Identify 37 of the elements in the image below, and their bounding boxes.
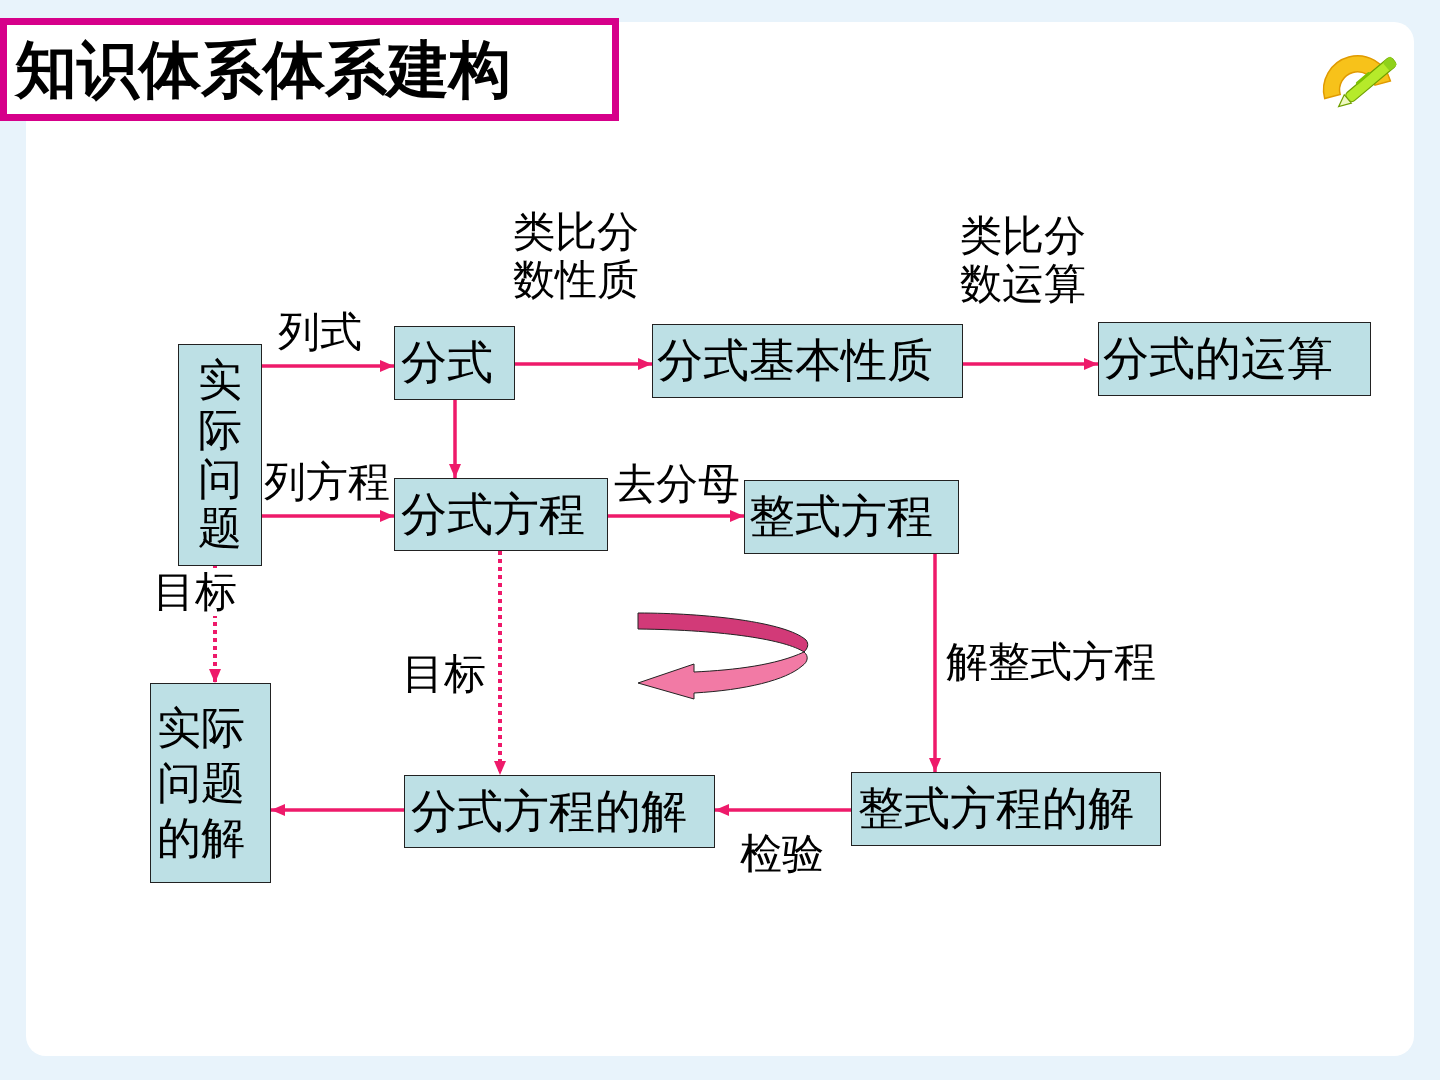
dotted-arrow [494,551,506,775]
title-text: 知识体系体系建构 [15,38,511,101]
process-box [1098,322,1371,396]
process-box [150,683,271,883]
process-box [404,775,715,848]
process-box [394,478,608,551]
arrow [608,510,744,522]
arrow [929,554,941,772]
process-box [851,772,1161,846]
edge-label: 列方程 [264,458,390,507]
arrow [715,804,851,816]
edge-label: 类比分数性质 [513,208,639,305]
node-text: 分式的运算 [1103,336,1333,382]
node-text: 分式方程 [401,491,585,538]
edge-label: 检验 [740,830,824,879]
node-text: 实际问题的解 [157,702,245,865]
edge-label: 类比分数运算 [960,212,1086,309]
node-text: 分式 [401,340,493,386]
arrow [262,360,394,372]
edge-label: 解整式方程 [946,638,1156,687]
node-text: 整式方程的解 [858,786,1134,832]
process-box [652,324,963,398]
process-box [178,344,262,566]
edge-label: 去分母 [614,460,740,509]
arrow [271,804,404,816]
node-text: 整式方程 [749,494,933,540]
arrow [449,400,461,478]
arrow [963,358,1098,370]
edge-label: 列式 [278,308,362,357]
process-box [744,480,959,554]
process-box [394,326,515,400]
edge-label: 目标 [402,650,486,699]
arrow [515,358,652,370]
node-text: 分式基本性质 [657,338,933,384]
node-text: 分式方程的解 [411,788,687,835]
arrow [262,510,394,522]
node-text: 实际问题 [198,356,242,554]
